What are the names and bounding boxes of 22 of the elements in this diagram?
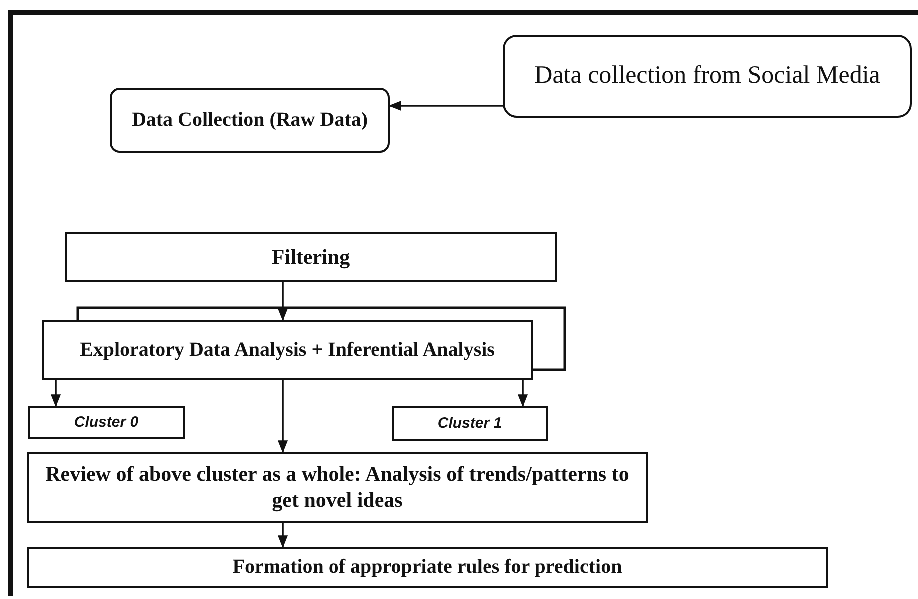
arrow — [278, 523, 288, 548]
process-box — [27, 452, 648, 523]
arrow — [278, 282, 288, 322]
process-box — [392, 406, 548, 441]
node-label: Filtering — [270, 244, 352, 270]
arrow — [388, 100, 503, 112]
arrow — [278, 380, 288, 454]
rounded-process-box — [503, 35, 912, 118]
node-label: Cluster 1 — [436, 414, 504, 432]
node-label: Formation of appropriate rules for prediction — [232, 556, 624, 579]
process-box — [42, 320, 533, 380]
arrow — [518, 380, 528, 408]
node-label: Data Collection (Raw Data) — [130, 109, 370, 132]
process-box — [27, 547, 828, 588]
process-box — [65, 232, 557, 282]
node-label: Exploratory Data Analysis + Inferential Analysis — [79, 340, 496, 360]
node-label: Review of above cluster as a whole: Analysis of trends/patterns to get novel ideas — [44, 462, 630, 513]
node-label: Cluster 0 — [73, 414, 140, 432]
process-box — [28, 406, 185, 439]
rounded-process-box — [110, 88, 390, 153]
node-label: Data collection from Social Media — [534, 62, 882, 91]
arrow — [50, 380, 62, 408]
